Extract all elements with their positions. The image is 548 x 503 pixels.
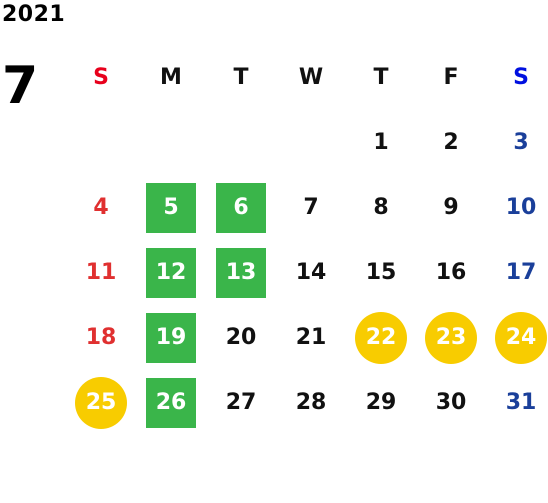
week-row: 1 2 3 <box>66 110 548 175</box>
day-number-highlighted-green: 26 <box>146 377 196 428</box>
day-cell[interactable]: 11 <box>66 240 136 305</box>
day-number: 14 <box>295 260 327 285</box>
weekday-label: S <box>513 65 529 90</box>
weekday-header-row: S M T W T F S <box>66 45 548 110</box>
empty-day-cell <box>206 110 276 175</box>
day-number: 3 <box>513 130 529 155</box>
day-cell[interactable]: 1 <box>346 110 416 175</box>
day-cell[interactable]: 17 <box>486 240 548 305</box>
day-cell[interactable]: 8 <box>346 175 416 240</box>
week-row: 25 26 27 28 29 30 31 <box>66 370 548 435</box>
day-number: 11 <box>85 260 117 285</box>
day-number-highlighted-yellow: 25 <box>75 376 127 429</box>
day-cell[interactable]: 18 <box>66 305 136 370</box>
day-cell[interactable]: 19 <box>136 305 206 370</box>
day-cell[interactable]: 28 <box>276 370 346 435</box>
day-number: 4 <box>93 195 109 220</box>
week-row: 11 12 13 14 15 16 17 <box>66 240 548 305</box>
day-cell[interactable]: 21 <box>276 305 346 370</box>
weekday-friday: F <box>416 45 486 110</box>
day-cell[interactable]: 25 <box>66 370 136 435</box>
day-number <box>216 118 266 168</box>
day-number: 15 <box>365 260 397 285</box>
day-cell[interactable]: 20 <box>206 305 276 370</box>
weekday-label: T <box>373 65 389 90</box>
day-number-highlighted-green: 5 <box>146 182 196 233</box>
day-cell[interactable]: 7 <box>276 175 346 240</box>
month-number: 7 <box>2 56 39 116</box>
day-number-highlighted-green: 19 <box>146 312 196 363</box>
weekday-label: F <box>443 65 459 90</box>
day-number-highlighted-green: 6 <box>216 182 266 233</box>
day-number-highlighted-yellow: 23 <box>425 311 477 364</box>
day-number <box>286 118 336 168</box>
day-cell[interactable]: 3 <box>486 110 548 175</box>
day-number: 31 <box>505 390 537 415</box>
weekday-thursday: T <box>346 45 416 110</box>
day-cell[interactable]: 27 <box>206 370 276 435</box>
day-number: 8 <box>373 195 389 220</box>
day-number: 10 <box>505 195 537 220</box>
day-cell[interactable]: 4 <box>66 175 136 240</box>
empty-day-cell <box>276 110 346 175</box>
weekday-tuesday: T <box>206 45 276 110</box>
weekday-saturday: S <box>486 45 548 110</box>
weekday-label: T <box>233 65 249 90</box>
day-number-highlighted-green: 13 <box>216 247 266 298</box>
day-cell[interactable]: 26 <box>136 370 206 435</box>
day-cell[interactable]: 22 <box>346 305 416 370</box>
day-cell[interactable]: 14 <box>276 240 346 305</box>
day-number-highlighted-green: 12 <box>146 247 196 298</box>
day-cell[interactable]: 16 <box>416 240 486 305</box>
day-cell[interactable]: 15 <box>346 240 416 305</box>
day-number-highlighted-yellow: 24 <box>495 311 547 364</box>
week-row: 18 19 20 21 22 23 24 <box>66 305 548 370</box>
day-number: 18 <box>85 325 117 350</box>
day-cell[interactable]: 10 <box>486 175 548 240</box>
day-number-highlighted-yellow: 22 <box>355 311 407 364</box>
day-number: 29 <box>365 390 397 415</box>
day-cell[interactable]: 23 <box>416 305 486 370</box>
day-number <box>76 118 126 168</box>
weekday-label: W <box>298 65 324 90</box>
weekday-monday: M <box>136 45 206 110</box>
day-number: 9 <box>443 195 459 220</box>
day-cell[interactable]: 29 <box>346 370 416 435</box>
day-number: 27 <box>225 390 257 415</box>
weekday-label: M <box>160 65 182 90</box>
day-cell[interactable]: 31 <box>486 370 548 435</box>
day-number: 28 <box>295 390 327 415</box>
day-number: 2 <box>443 130 459 155</box>
empty-day-cell <box>66 110 136 175</box>
day-cell[interactable]: 9 <box>416 175 486 240</box>
day-cell[interactable]: 2 <box>416 110 486 175</box>
day-cell[interactable]: 6 <box>206 175 276 240</box>
day-number: 30 <box>435 390 467 415</box>
day-number: 16 <box>435 260 467 285</box>
year-label: 2021 <box>2 2 66 27</box>
day-number: 20 <box>225 325 257 350</box>
day-cell[interactable]: 24 <box>486 305 548 370</box>
day-cell[interactable]: 5 <box>136 175 206 240</box>
day-cell[interactable]: 12 <box>136 240 206 305</box>
weekday-wednesday: W <box>276 45 346 110</box>
day-number: 1 <box>373 130 389 155</box>
day-number: 21 <box>295 325 327 350</box>
weekday-label: S <box>93 65 109 90</box>
day-number <box>146 118 196 168</box>
day-cell[interactable]: 30 <box>416 370 486 435</box>
day-number: 7 <box>303 195 319 220</box>
empty-day-cell <box>136 110 206 175</box>
day-cell[interactable]: 13 <box>206 240 276 305</box>
weekday-sunday: S <box>66 45 136 110</box>
day-number: 17 <box>505 260 537 285</box>
